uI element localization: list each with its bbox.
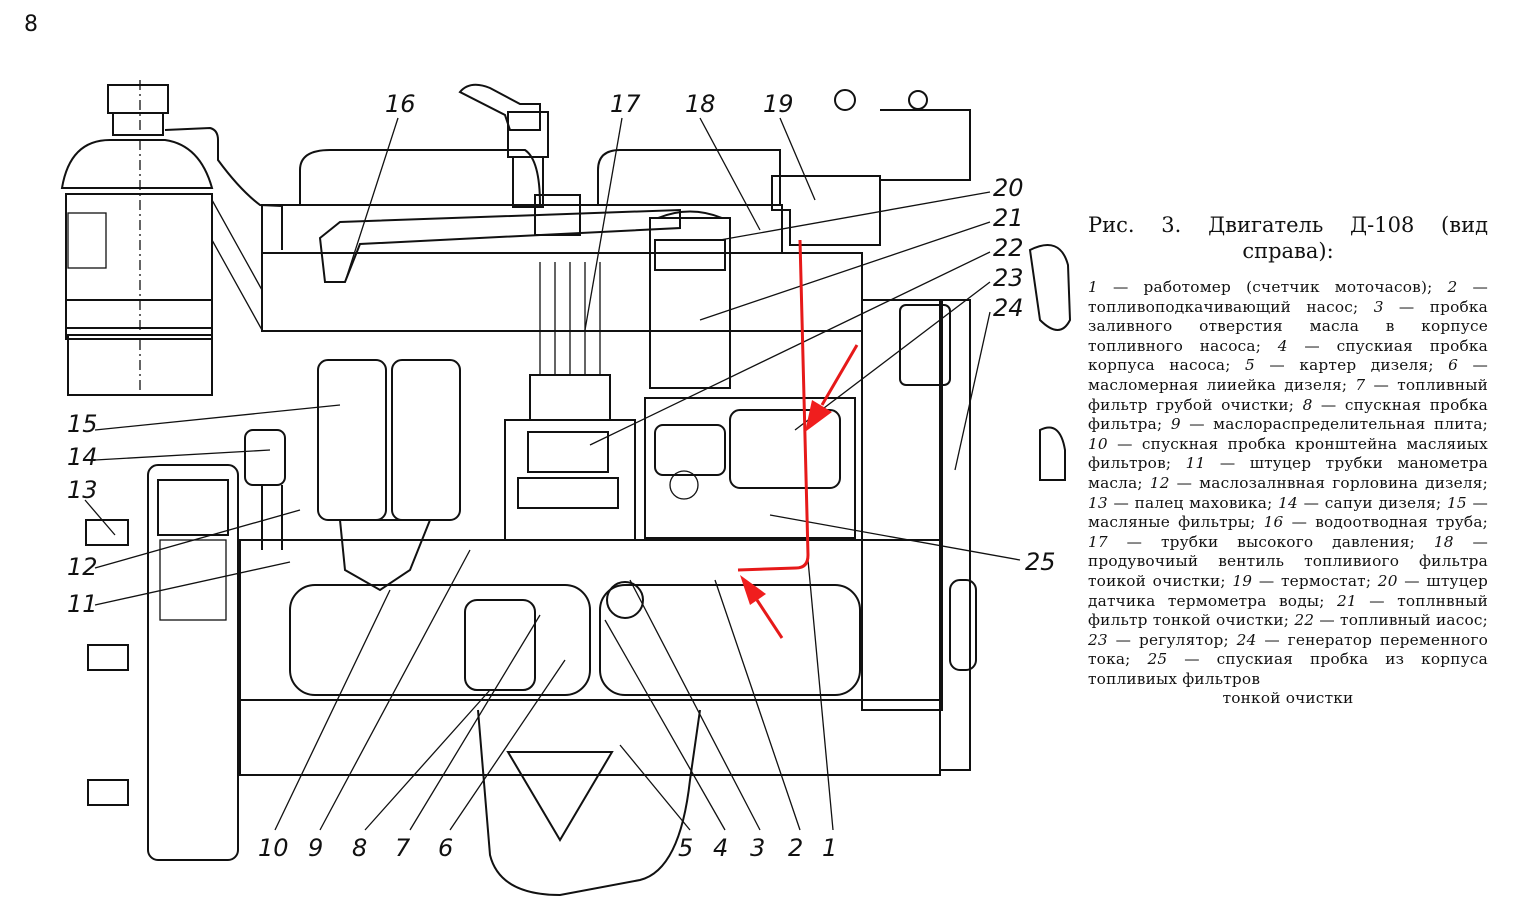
- crankcase: [239, 299, 971, 897]
- legend-number: 13: [1088, 493, 1108, 512]
- cylinder-head: [261, 83, 971, 332]
- callout-5: 5: [678, 834, 693, 862]
- figure-title-line1: Рис. 3. Двигатель Д-108 (вид: [1088, 213, 1488, 237]
- callout-4: 4: [713, 834, 728, 862]
- red-annotation: [737, 239, 859, 639]
- legend-number: 20: [1377, 571, 1398, 590]
- callout-8: 8: [352, 834, 367, 862]
- flywheel-housing: [85, 464, 239, 861]
- oil-filters: [244, 359, 461, 592]
- callout-15: 15: [67, 410, 98, 438]
- legend-number: 9: [1170, 415, 1181, 434]
- callout-11: 11: [67, 590, 98, 618]
- legend-number: 18: [1433, 532, 1454, 551]
- legend-number: 8: [1302, 395, 1313, 414]
- legend-number: 25: [1147, 650, 1168, 669]
- callout-3: 3: [750, 834, 765, 862]
- legend-number: 12: [1149, 473, 1170, 492]
- legend-number: 5: [1245, 356, 1255, 375]
- red-arrow-upper-shaft: [820, 344, 859, 406]
- legend-number: 10: [1088, 434, 1108, 453]
- legend-number: 23: [1088, 630, 1108, 649]
- legend-number: 14: [1278, 493, 1298, 512]
- legend-number: 3: [1373, 297, 1384, 316]
- callout-labels: 16 17 18 19 20 21 22 23 24 25 15 14 13 1…: [67, 90, 1056, 862]
- legend-text: 1 — работомер (счетчик моточасов); 2 — т…: [1088, 278, 1489, 688]
- callout-13: 13: [67, 476, 98, 504]
- callout-22: 22: [993, 234, 1024, 262]
- callout-7: 7: [395, 834, 411, 862]
- callout-14: 14: [67, 443, 98, 471]
- engine-diagram: 16 17 18 19 20 21 22 23 24 25 15 14 13 1…: [60, 80, 1072, 897]
- legend-number: 22: [1294, 611, 1315, 630]
- callout-12: 12: [67, 553, 98, 581]
- callout-20: 20: [993, 174, 1024, 202]
- legend-number: 4: [1277, 336, 1288, 355]
- legend-number: 2: [1447, 278, 1458, 296]
- red-arrow-lower-shaft: [755, 599, 784, 639]
- callout-6: 6: [438, 834, 453, 862]
- callout-23: 23: [993, 264, 1024, 292]
- callout-25: 25: [1025, 548, 1056, 576]
- fine-fuel-filter: [649, 210, 731, 389]
- callout-1: 1: [822, 834, 837, 862]
- legend-number: 1: [1088, 278, 1098, 296]
- legend-number: 7: [1355, 375, 1366, 394]
- legend-number: 21: [1337, 591, 1357, 610]
- callout-21: 21: [993, 204, 1024, 232]
- legend-number: 11: [1185, 454, 1206, 473]
- callout-24: 24: [993, 294, 1024, 322]
- legend-number: 15: [1447, 493, 1467, 512]
- leader-lines: [84, 117, 1021, 831]
- callout-17: 17: [610, 90, 641, 118]
- figure-title: Рис. 3. Двигатель Д-108 (вид справа):: [1088, 212, 1488, 264]
- callout-10: 10: [258, 834, 289, 862]
- legend-last-line: тонкой очистки: [1222, 689, 1354, 708]
- figure-title-line2: справа):: [1242, 239, 1334, 263]
- fan-generator: [899, 244, 1072, 671]
- legend-number: 6: [1448, 356, 1459, 375]
- callout-9: 9: [308, 834, 323, 862]
- callout-19: 19: [763, 90, 794, 118]
- figure-caption: Рис. 3. Двигатель Д-108 (вид справа): 1 …: [1088, 212, 1488, 709]
- legend-number: 19: [1232, 571, 1253, 590]
- red-fuel-line: [737, 239, 810, 572]
- figure-legend: 1 — работомер (счетчик моточасов); 2 — т…: [1088, 278, 1488, 709]
- red-arrow-lower-head: [740, 575, 766, 605]
- callout-18: 18: [685, 90, 716, 118]
- page-number: 8: [24, 12, 38, 37]
- callout-2: 2: [788, 834, 803, 862]
- red-arrow-upper-head: [805, 400, 832, 432]
- legend-number: 16: [1263, 513, 1284, 532]
- legend-number: 24: [1236, 630, 1257, 649]
- air-cleaner: [60, 80, 283, 396]
- callout-16: 16: [385, 90, 416, 118]
- legend-number: 17: [1088, 532, 1108, 551]
